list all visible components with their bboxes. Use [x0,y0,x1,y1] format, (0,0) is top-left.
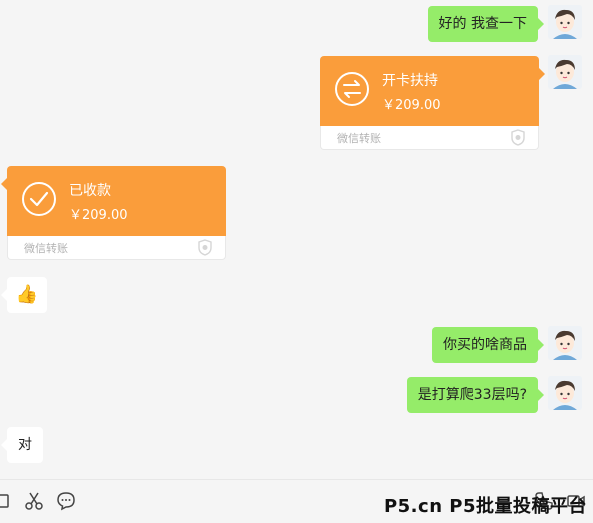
other-message-bubble[interactable]: 👍 [1,277,47,313]
transfer-arrows-icon [335,72,369,106]
my-avatar[interactable] [548,326,582,360]
my-avatar[interactable] [548,376,582,410]
video-icon[interactable] [566,491,586,511]
folder-icon[interactable] [0,491,12,511]
watermark-text: P5.cn P5批量投稿平台 [383,496,587,517]
avatar-boy-icon [548,55,582,89]
transfer-label: 微信转账 [24,242,68,255]
avatar-boy-icon [548,326,582,360]
my-avatar[interactable] [548,55,582,89]
transfer-amount: ￥209.00 [382,98,441,113]
avatar-boy-icon [548,376,582,410]
my-message-bubble[interactable]: 你买的啥商品 [432,327,544,363]
message-text: 你买的啥商品 [443,337,527,353]
thumbs-up-icon: 👍 [15,284,39,305]
transfer-title: 开卡扶持 [382,73,438,89]
transfer-card-sent[interactable]: 开卡扶持 ￥209.00 微信转账 [320,56,545,150]
transfer-amount: ￥209.00 [69,208,128,223]
message-text: 是打算爬33层吗? [417,387,527,403]
check-icon [22,182,56,216]
chat-bubble-icon[interactable] [56,491,76,511]
phone-icon[interactable] [534,491,554,511]
my-message-bubble[interactable]: 是打算爬33层吗? [406,377,545,413]
input-toolbar: P5.cn P5批量投稿平台 [0,479,593,523]
shield-icon [198,239,212,256]
other-message-bubble[interactable]: 对 [1,427,43,463]
my-message-bubble[interactable]: 好的 我查一下 [427,6,545,42]
scissors-icon[interactable] [24,491,44,511]
avatar-boy-icon [548,5,582,39]
transfer-label: 微信转账 [337,132,381,145]
shield-icon [511,129,525,146]
message-text: 对 [18,437,32,453]
message-text: 好的 我查一下 [438,16,527,32]
transfer-card-received[interactable]: 已收款 ￥209.00 微信转账 [1,166,226,260]
transfer-title: 已收款 [69,183,111,199]
my-avatar[interactable] [548,5,582,39]
